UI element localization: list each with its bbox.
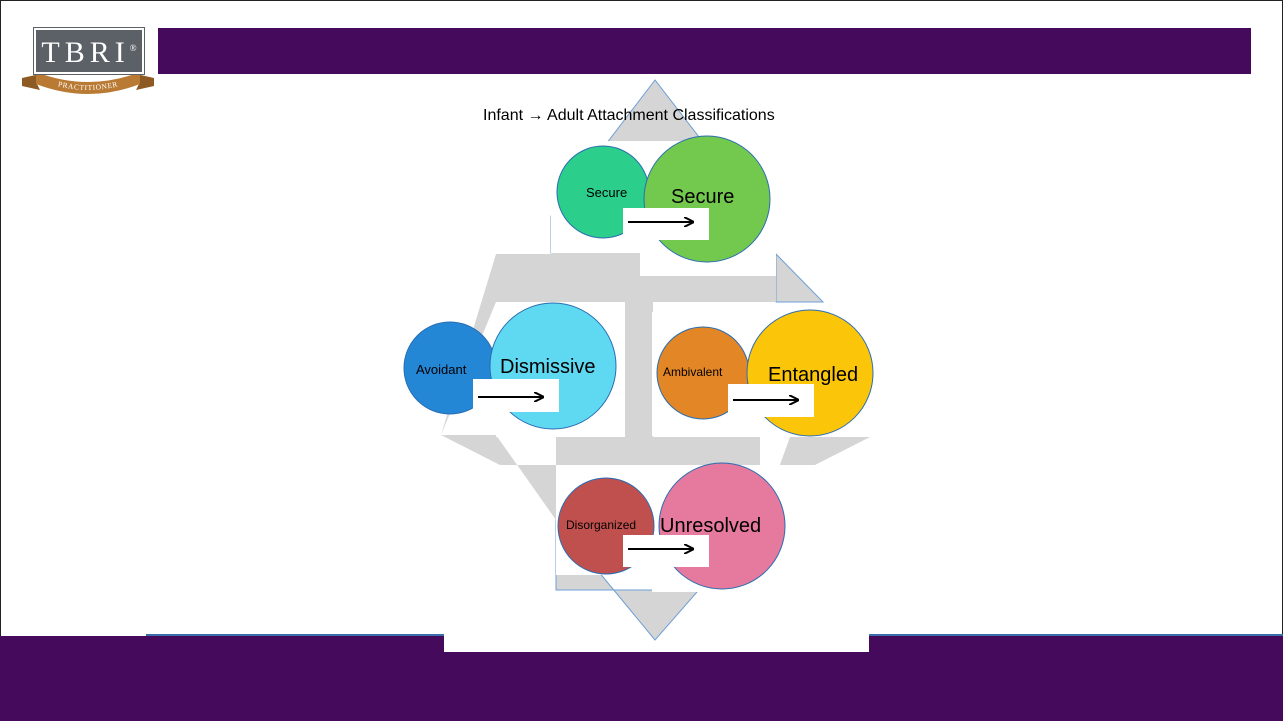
logo-text: TBRI xyxy=(41,36,130,69)
title-banner xyxy=(158,28,1251,74)
dismissive-adult-label: Dismissive xyxy=(500,356,596,378)
diamond-arrow-right xyxy=(775,252,825,303)
avoidant-arrow-box xyxy=(473,379,559,412)
disorganized-infant-label: Disorganized xyxy=(566,518,637,532)
secure-arrow-box xyxy=(623,208,709,240)
diamond-arrow-left xyxy=(441,254,551,435)
diamond-right-lower xyxy=(760,437,870,520)
avoidant-infant-label: Avoidant xyxy=(416,362,467,377)
unresolved-adult-label: Unresolved xyxy=(660,515,762,537)
ambivalent-infant-label: Ambivalent xyxy=(663,365,723,379)
diamond-center-lower xyxy=(556,437,760,465)
disorganized-arrow-box xyxy=(623,535,709,567)
diagram-title: Infant → Adult Attachment Classification… xyxy=(483,107,775,124)
svg-text:PRACTITIONER: PRACTITIONER xyxy=(57,79,119,92)
registered-mark: ® xyxy=(129,43,137,53)
diamond-left-lower xyxy=(441,435,556,520)
logo-ribbon: PRACTITIONER xyxy=(22,72,154,94)
entangled-adult-label: Entangled xyxy=(768,364,859,386)
secure-infant-label: Secure xyxy=(586,185,628,200)
logo-ribbon-text: PRACTITIONER xyxy=(57,79,118,92)
logo-box: TBRI® xyxy=(34,28,144,74)
tbri-logo: PRACTITIONER TBRI® xyxy=(18,28,158,102)
secure-adult-label: Secure xyxy=(671,186,735,208)
